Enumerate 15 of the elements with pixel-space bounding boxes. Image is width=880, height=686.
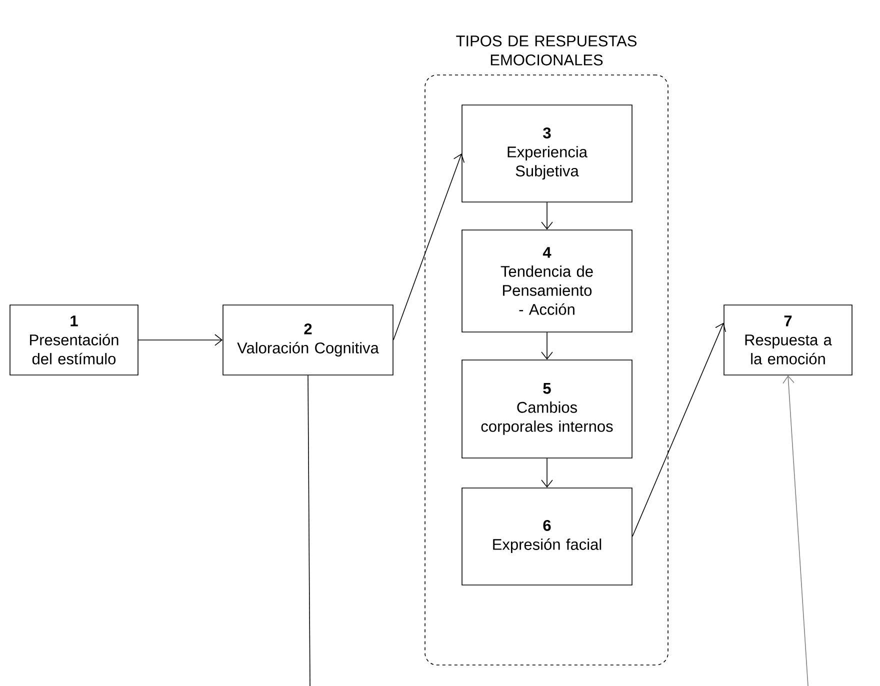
arrow [393, 154, 465, 340]
arrow [541, 332, 553, 360]
process-box: 2 Valoración Cognitiva [222, 304, 394, 376]
process-box: 6 Expresión facial [462, 488, 632, 586]
node-label: TIPOS DE RESPUESTAS EMOCIONALES [456, 35, 637, 66]
arrow [782, 375, 808, 686]
arrow [138, 334, 223, 346]
process-box: 1 Presentación del estímulo [10, 304, 138, 376]
process-box: 4 Tendencia de Pensamiento - Acción [462, 230, 632, 332]
process-box: 3 Experiencia Subjetiva [462, 104, 632, 202]
arrow [541, 458, 553, 488]
process-box: 7 Respuesta a la emoción [724, 304, 852, 376]
arrow [632, 322, 726, 537]
arrow [541, 202, 553, 230]
process-box: 5 Cambios corporales internos [462, 360, 632, 458]
